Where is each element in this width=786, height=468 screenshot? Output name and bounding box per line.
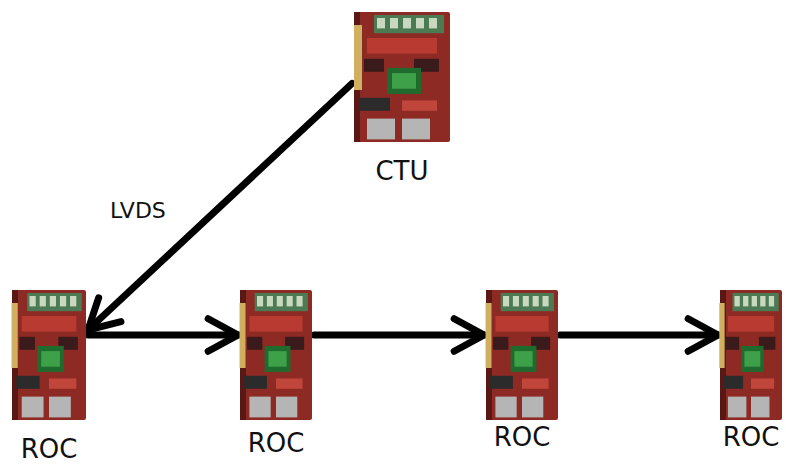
board-node: ROC — [10, 290, 88, 466]
board-node: ROC — [238, 290, 314, 460]
signal-arrow — [88, 319, 238, 352]
circuit-board — [718, 290, 784, 420]
board-label: ROC — [494, 422, 551, 452]
circuit-board — [484, 290, 560, 420]
circuit-board — [238, 290, 314, 420]
board-node: ROC — [718, 290, 784, 454]
circuit-board — [10, 290, 88, 420]
board-label: CTU — [375, 156, 428, 186]
board-node: ROC — [484, 290, 560, 454]
board-label: ROC — [248, 428, 305, 458]
board-label: ROC — [21, 434, 78, 464]
signal-arrow — [560, 319, 718, 352]
board-label: ROC — [723, 422, 780, 452]
board-node: CTU — [352, 12, 452, 188]
signal-arrow — [314, 319, 484, 352]
circuit-board — [352, 12, 452, 142]
signal-arrow — [88, 84, 352, 331]
link-label: LVDS — [108, 198, 168, 224]
